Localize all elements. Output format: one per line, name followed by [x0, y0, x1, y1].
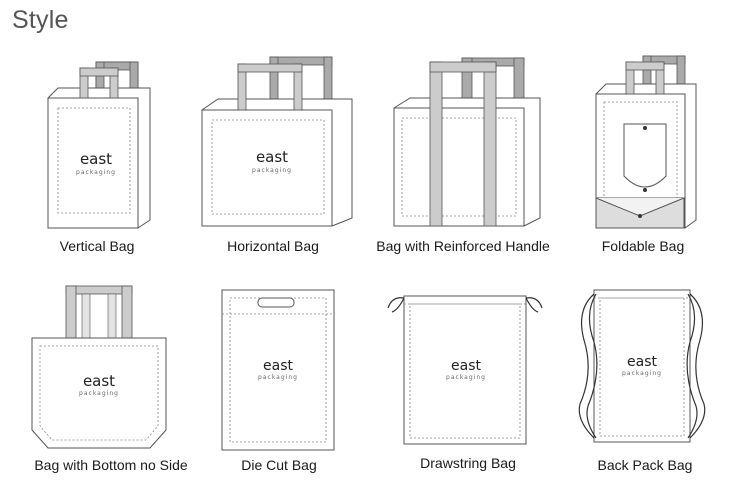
- svg-text:east: east: [263, 358, 293, 374]
- vertical-bag-label: Vertical Bag: [59, 238, 135, 254]
- svg-text:east: east: [83, 372, 115, 390]
- back-pack-bag-label: Back Pack Bag: [597, 457, 693, 473]
- horizontal-bag-label: Horizontal Bag: [227, 238, 319, 254]
- page-title: Style: [12, 6, 69, 34]
- svg-text:east: east: [256, 148, 288, 166]
- reinforced-handle-bag-label: Bag with Reinforced Handle: [376, 238, 550, 254]
- svg-text:packaging: packaging: [252, 167, 292, 174]
- foldable-bag-label: Foldable Bag: [601, 238, 685, 254]
- bottom-no-side-bag-label: Bag with Bottom no Side: [34, 457, 188, 473]
- svg-text:packaging: packaging: [76, 169, 116, 176]
- die-cut-bag-label: Die Cut Bag: [241, 457, 317, 473]
- svg-text:packaging: packaging: [79, 390, 119, 397]
- drawstring-bag-label: Drawstring Bag: [420, 455, 516, 471]
- brand-logo: east: [80, 150, 112, 168]
- svg-text:east: east: [451, 358, 481, 374]
- svg-text:packaging: packaging: [622, 370, 662, 377]
- svg-text:packaging: packaging: [258, 374, 298, 381]
- svg-text:packaging: packaging: [446, 374, 486, 381]
- svg-text:east: east: [627, 354, 657, 370]
